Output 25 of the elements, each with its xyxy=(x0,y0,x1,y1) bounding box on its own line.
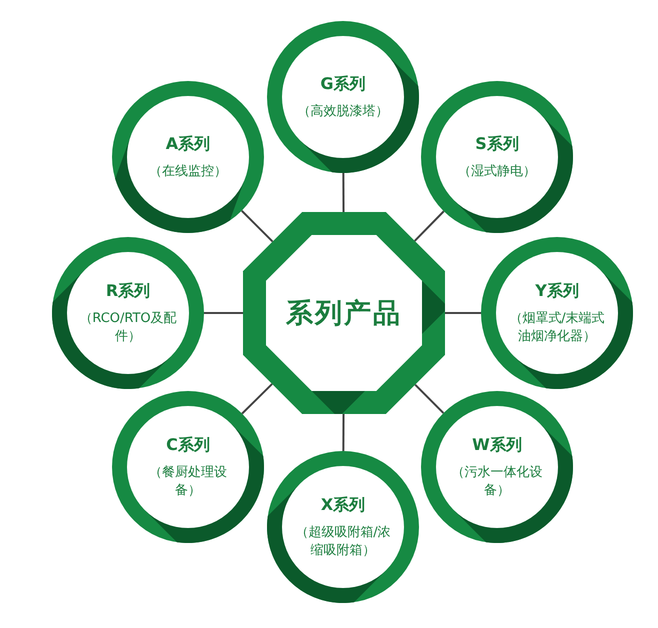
connector-line xyxy=(204,312,243,314)
series-description: （高效脱漆塔） xyxy=(296,102,390,120)
connector-line xyxy=(414,384,444,414)
series-title: S系列 xyxy=(475,134,519,155)
series-title: A系列 xyxy=(166,134,210,155)
series-description: （RCO/RTO及配件） xyxy=(78,310,178,346)
series-description: （污水一体化设备） xyxy=(450,464,544,500)
series-description: （超级吸附箱/浓缩吸附箱） xyxy=(294,524,392,560)
connector-line xyxy=(342,414,345,451)
series-title: C系列 xyxy=(166,434,210,456)
connector-line xyxy=(414,210,444,242)
series-title: Y系列 xyxy=(535,280,579,302)
series-title: G系列 xyxy=(320,74,366,95)
series-description: （餐厨处理设备） xyxy=(148,464,228,500)
series-description: （湿式静电） xyxy=(457,162,537,180)
connector-line xyxy=(445,312,481,314)
connector-line xyxy=(241,210,274,242)
series-title: X系列 xyxy=(320,494,366,516)
series-title: R系列 xyxy=(106,280,150,302)
series-description: （烟罩式/末端式油烟净化器） xyxy=(508,310,606,346)
series-title: W系列 xyxy=(472,434,522,456)
connector-line xyxy=(241,383,273,414)
connector-line xyxy=(342,173,345,212)
series-title: 系列产品 xyxy=(286,297,402,331)
series-description: （在线监控） xyxy=(148,162,228,180)
